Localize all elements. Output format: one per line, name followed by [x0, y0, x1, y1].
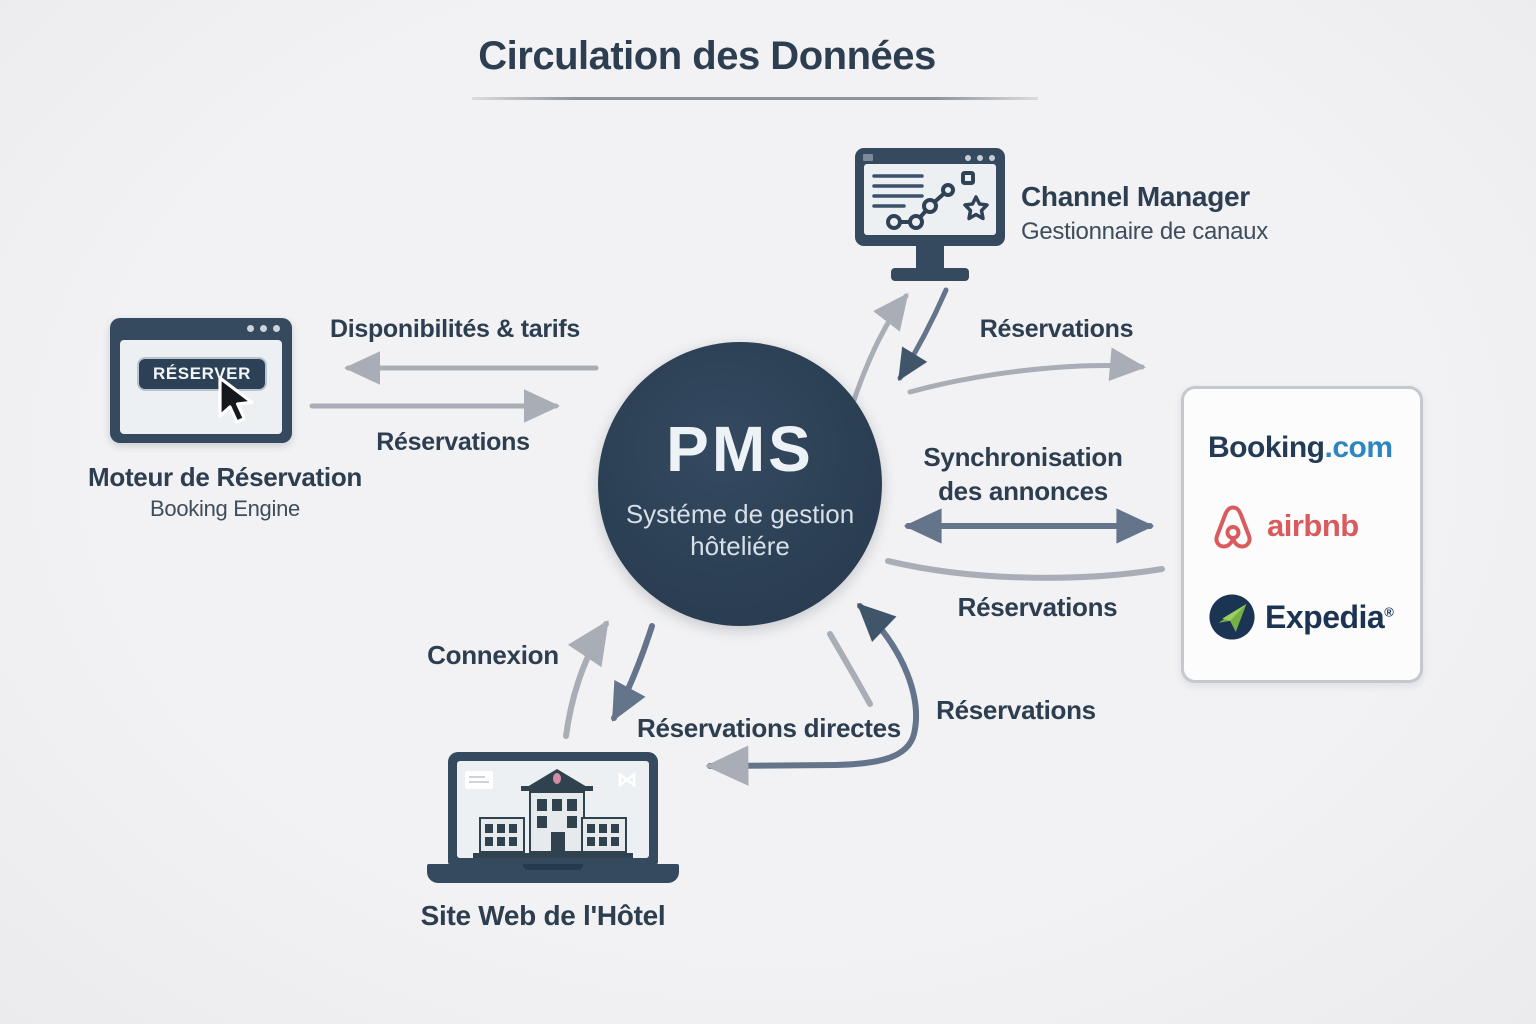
- pms-subtitle-line2: hôteliére: [690, 531, 790, 561]
- channel-manager-title: Channel Manager: [1021, 181, 1250, 212]
- laptop-base: [427, 864, 679, 883]
- label-reservations-top: Réservations: [979, 315, 1134, 343]
- website-title: Site Web de l'Hôtel: [420, 900, 666, 931]
- hotel-pediment-dot: [553, 773, 561, 784]
- arrow-pms-to-website: [611, 623, 655, 722]
- label-availability-rates: Disponibilités & tarifs: [329, 315, 581, 343]
- monitor-dot-icon: [989, 155, 995, 161]
- monitor-screen: [864, 164, 996, 235]
- hotel-door: [551, 832, 565, 853]
- airbnb-belo-icon: [1214, 505, 1252, 549]
- hotel-illustration: [469, 769, 637, 858]
- label-reservations-left: Réservations: [376, 428, 530, 456]
- label-connexion: Connexion: [427, 640, 559, 670]
- network-graph-icon: [872, 171, 989, 230]
- expedia-globe-icon: [1209, 594, 1255, 640]
- webpage-card-icon: [465, 771, 493, 789]
- label-sync-line2: des annonces: [938, 476, 1108, 506]
- arrow-reservations-into-pms-and-website: [705, 603, 919, 786]
- airbnb-logo-word: airbnb: [1267, 508, 1359, 543]
- browser-dot-icon: [247, 325, 254, 332]
- expedia-logo-word: Expedia®: [1265, 598, 1394, 635]
- booking-logo-word: Booking: [1208, 431, 1325, 464]
- arrow-channel-manager-to-pms: [897, 287, 949, 381]
- browser-dot-icon: [273, 325, 280, 332]
- booking-engine-window-icon: RÉSERVER: [110, 318, 292, 443]
- reserve-button[interactable]: RÉSERVER: [137, 357, 267, 391]
- booking-logo: Booking.com: [1208, 431, 1393, 465]
- browser-dot-icon: [260, 325, 267, 332]
- title-underline: [472, 97, 1038, 100]
- monitor-stand-neck: [916, 246, 944, 270]
- hotel-eave: [521, 786, 593, 791]
- airbnb-logo: airbnb: [1208, 501, 1359, 551]
- monitor-stand-base: [891, 268, 969, 281]
- browser-body: RÉSERVER: [120, 340, 282, 434]
- arrow-pms-to-channel-manager: [851, 292, 909, 403]
- label-sync: Synchronisation des annonces: [893, 440, 1153, 508]
- cursor-icon: [218, 376, 254, 424]
- pms-circle: PMS Systéme de gestion hôteliére: [598, 342, 882, 626]
- arrow-website-to-pms: [563, 620, 609, 739]
- pms-subtitle-line1: Systéme de gestion: [625, 499, 855, 529]
- laptop-icon: ⋈: [448, 752, 658, 865]
- label-reservations-mid: Réservations: [957, 592, 1118, 622]
- pms-acronym: PMS: [666, 413, 814, 485]
- booking-engine-subtitle: Booking Engine: [150, 496, 300, 521]
- registered-mark: ®: [1384, 603, 1394, 619]
- hotel-right-wing: [581, 817, 627, 853]
- label-sync-line1: Synchronisation: [923, 442, 1123, 472]
- label-reservations-bottom: Réservations: [936, 695, 1096, 725]
- page-title: Circulation des Données: [478, 34, 936, 78]
- monitor-dot-icon: [977, 155, 983, 161]
- arrow-channel-manager-to-ota: [907, 347, 1146, 395]
- hotel-left-wing: [479, 817, 525, 853]
- curve-segment-pms-bottom: [827, 631, 873, 707]
- ota-panel: Booking.com airbnb Expedia®: [1181, 386, 1423, 683]
- label-reservations-directes: Réservations directes: [637, 713, 901, 743]
- booking-engine-title: Moteur de Réservation: [88, 462, 362, 492]
- channel-manager-monitor-icon: [855, 148, 1005, 246]
- hotel-ground: [473, 853, 633, 858]
- expedia-logo: Expedia®: [1208, 593, 1394, 641]
- channel-manager-subtitle: Gestionnaire de canaux: [1021, 218, 1268, 245]
- curve-ota-reservations: [885, 558, 1165, 581]
- laptop-hinge: [523, 864, 583, 870]
- booking-logo-tld: .com: [1324, 431, 1394, 464]
- webpage-logo-icon: ⋈: [617, 769, 637, 791]
- monitor-menu-icon: [863, 154, 873, 161]
- laptop-screen: ⋈: [457, 761, 649, 858]
- monitor-dot-icon: [965, 155, 971, 161]
- hotel-main-building: [529, 791, 585, 853]
